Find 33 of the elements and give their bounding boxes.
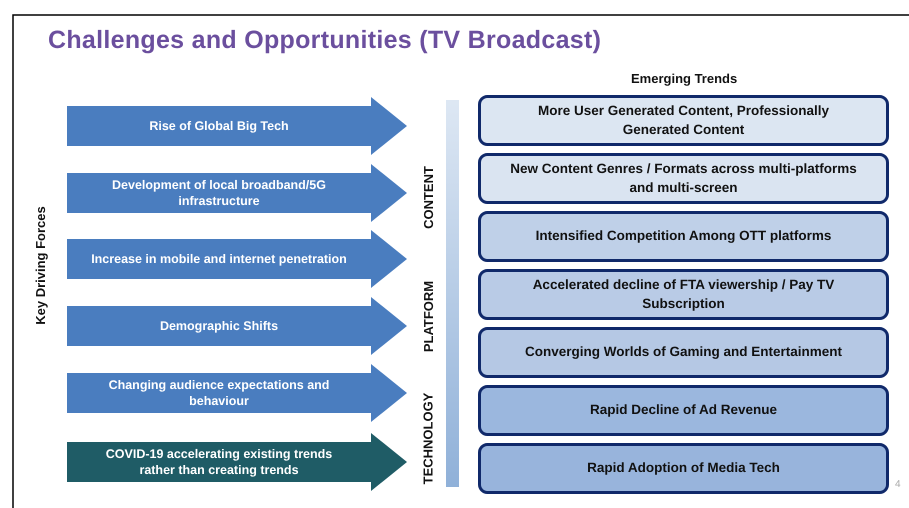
trend-text: Intensified Competition Among OTT platforms xyxy=(534,227,832,246)
pointed-banner xyxy=(67,433,407,491)
trend-box xyxy=(478,385,889,436)
axis-heading: Key Driving Forces xyxy=(32,206,48,324)
section-heading: Emerging Trends xyxy=(631,70,738,86)
category-label: TECHNOLOGY xyxy=(420,392,436,484)
trend-box xyxy=(478,269,889,320)
driving-force-text: Demographic Shifts xyxy=(158,318,280,335)
trend-text: Rapid Adoption of Media Tech xyxy=(586,459,781,478)
trend-box xyxy=(478,327,889,378)
trend-box xyxy=(478,95,889,146)
driving-force-text: COVID-19 accelerating existing trends rather than creating trends xyxy=(104,446,334,479)
category-label: CONTENT xyxy=(420,166,436,228)
driving-force-text: Increase in mobile and internet penetration xyxy=(90,250,348,268)
pointed-banner xyxy=(67,164,407,222)
trend-box xyxy=(478,211,889,262)
category-label: PLATFORM xyxy=(420,280,436,352)
trend-text: Rapid Decline of Ad Revenue xyxy=(588,401,778,420)
page-number: 4 xyxy=(895,478,901,490)
trend-box xyxy=(478,443,889,494)
trend-text: New Content Genres / Formats across multi-platforms and multi-screen xyxy=(509,160,858,196)
pointed-banner xyxy=(67,97,407,155)
trend-text: Accelerated decline of FTA viewership / Pay TV Subscription xyxy=(532,276,836,313)
slide-title: Challenges and Opportunities (TV Broadcast) xyxy=(48,26,602,55)
trend-text: More User Generated Content, Professionally Generated Content xyxy=(536,102,830,138)
trend-text: Converging Worlds of Gaming and Entertainment xyxy=(524,343,844,362)
pointed-banner xyxy=(67,230,407,288)
trend-box xyxy=(478,153,889,204)
driving-force-text: Changing audience expectations and behaviour xyxy=(108,376,330,410)
pointed-banner xyxy=(67,364,407,422)
pointed-banner xyxy=(67,297,407,355)
driving-force-text: Rise of Global Big Tech xyxy=(148,118,290,135)
driving-force-text: Development of local broadband/5G infrastructure xyxy=(111,176,327,210)
